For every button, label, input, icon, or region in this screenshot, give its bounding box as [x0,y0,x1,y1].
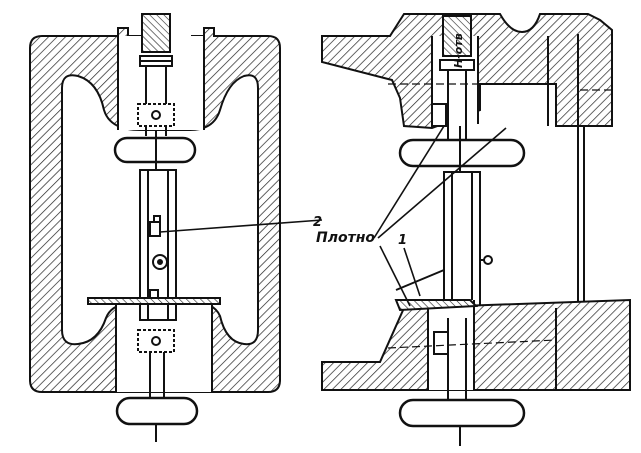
rotated-note-label: Н-отв [452,33,465,68]
leader-tight-a [373,125,445,239]
leader-tight-b [377,127,507,239]
left-top-screw-head [141,13,171,53]
right-top-wheel [398,138,526,168]
right-lower-body [321,298,631,391]
leader-lines [159,125,507,307]
leader-1 [403,247,421,297]
left-view [29,13,281,442]
tight-fit-label: Плотно [316,230,375,246]
callout-1-label: 1 [398,233,408,248]
right-bottom-wheel [398,398,526,428]
callout-2-label: 2 [313,215,323,230]
right-center-post [443,171,481,319]
right-view [321,13,631,446]
left-bottom-wheel [115,396,199,426]
right-top-screw-head [442,15,472,57]
right-support-plate [394,299,479,312]
left-plate [87,297,221,305]
leader-2 [159,219,323,233]
leader-tight-c [379,245,411,307]
